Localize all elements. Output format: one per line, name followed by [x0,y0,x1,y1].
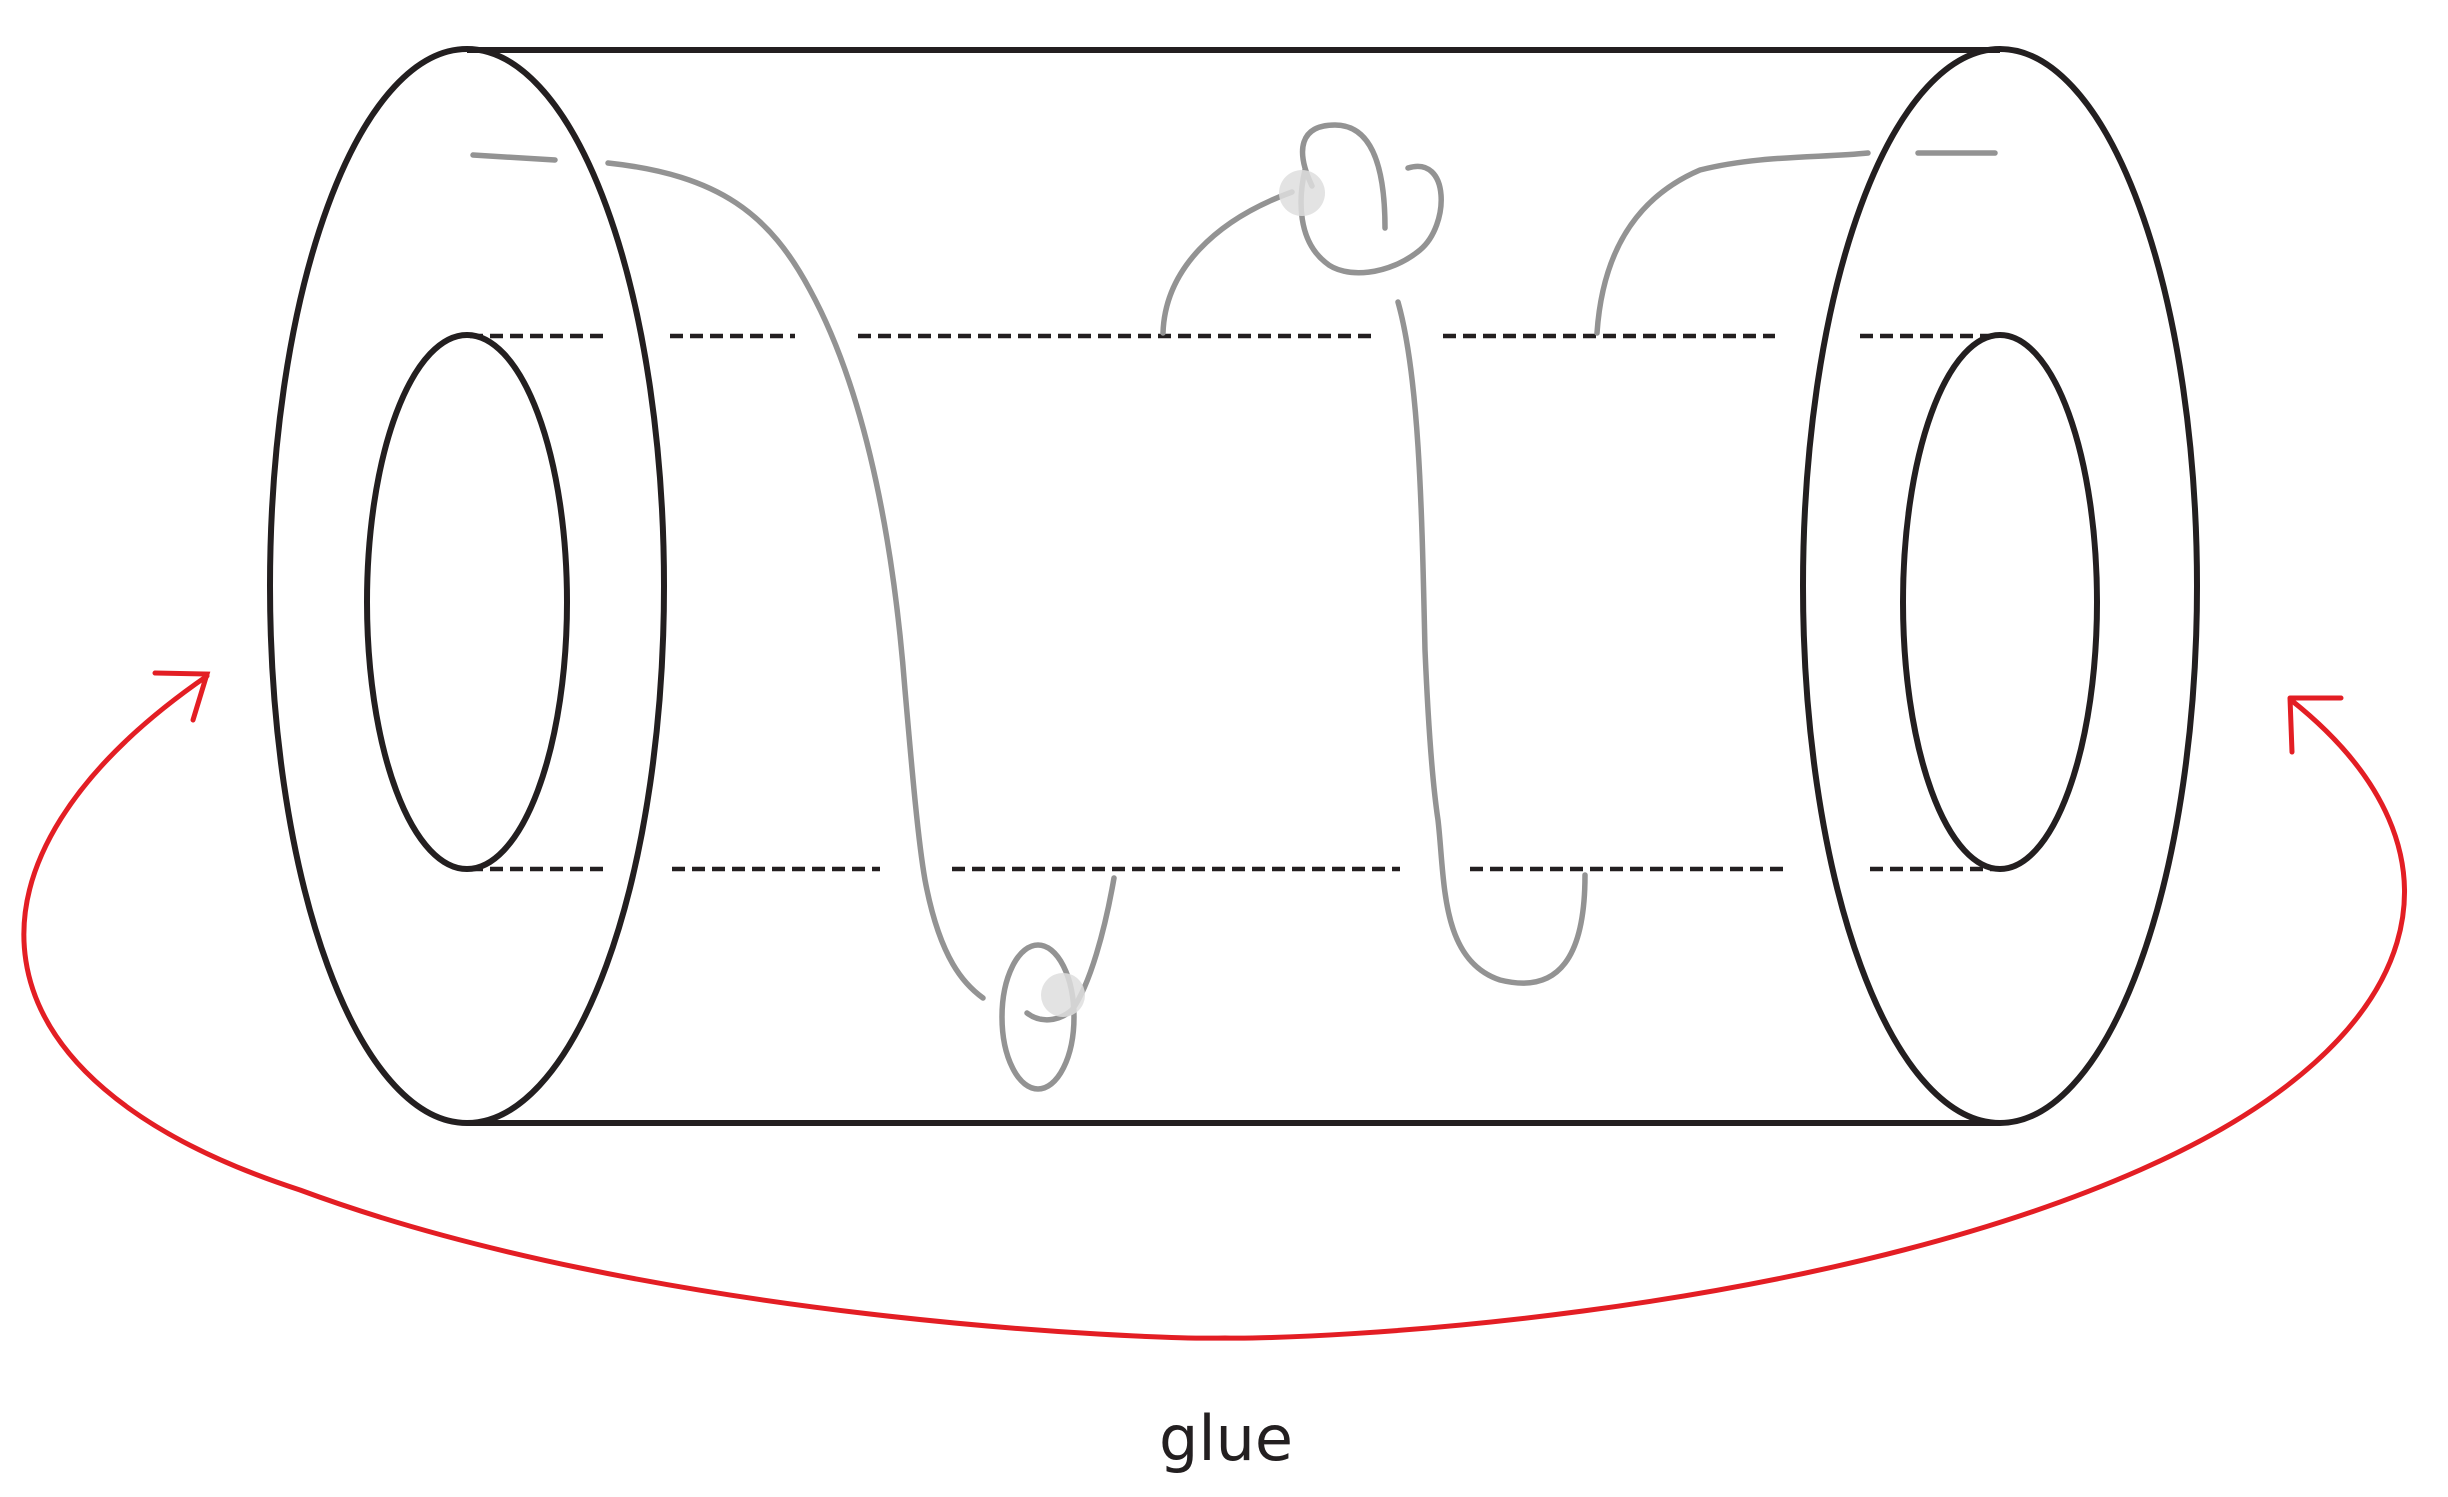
left-inner-circle [364,332,570,872]
strand-left-descent [605,160,986,1001]
crossing-marker-bottom [1041,973,1085,1017]
strand-right-ascent [1594,150,1871,336]
strand-right-descent [1395,299,1588,986]
left-outer-circle [267,46,667,1126]
right-outer-circle [1800,46,2200,1126]
strand-top-arc [1160,189,1295,336]
strand-bottom-ring [999,942,1077,1092]
strand-top-loop [1299,122,1388,231]
strand-top-ring [1298,163,1444,276]
crossing-marker-top [1279,170,1325,216]
strand-left-stub [470,152,558,163]
glue-arrow [21,673,2407,1341]
glue-arrowhead-right [2287,695,2344,755]
glue-arrowhead-left [152,670,211,723]
right-inner-circle [1900,332,2100,872]
glue-label: glue [1159,1402,1293,1475]
knot-strand [470,122,1998,1092]
